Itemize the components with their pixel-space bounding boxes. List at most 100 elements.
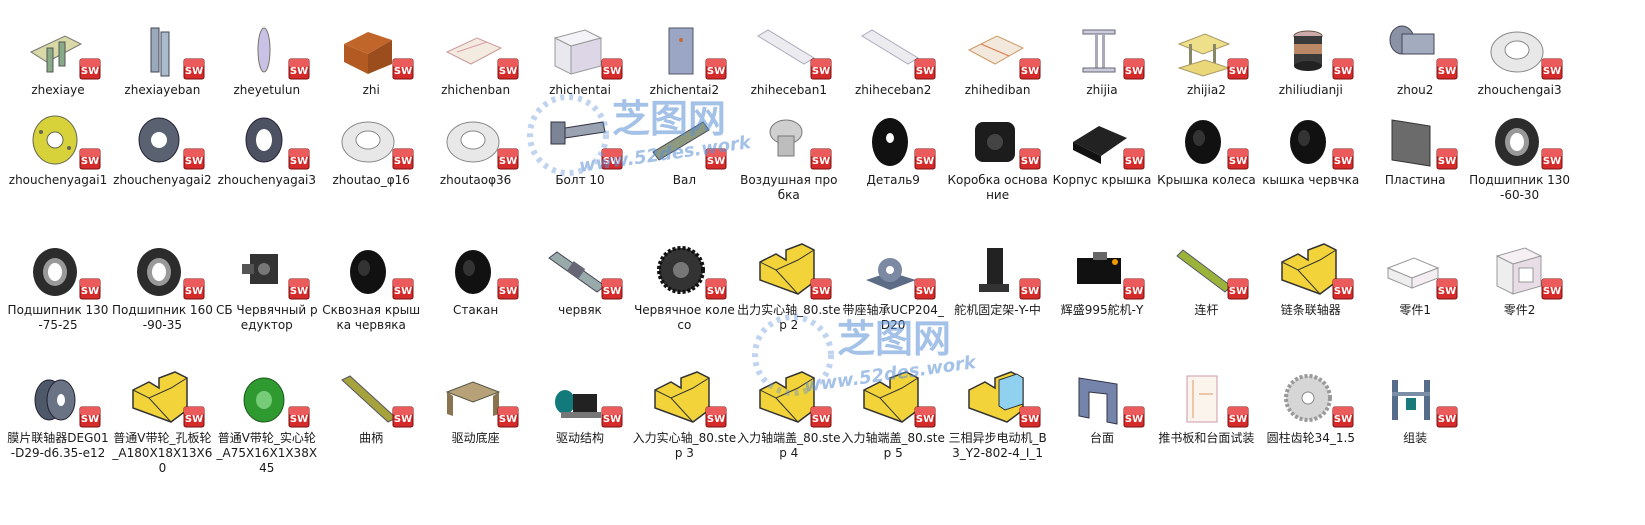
file-thumbnail[interactable]: SW <box>746 368 832 428</box>
file-thumbnail[interactable]: SW <box>119 20 205 80</box>
file-item[interactable]: SW Вал <box>630 110 738 188</box>
file-thumbnail[interactable]: SW <box>1372 368 1458 428</box>
file-item[interactable]: SW Стакан <box>422 240 530 318</box>
file-item[interactable]: SW 入力实心轴_80.step 3 <box>630 368 738 461</box>
file-item[interactable]: SW zhoutaoφ36 <box>422 110 530 188</box>
file-item[interactable]: SW 零件1 <box>1361 240 1469 318</box>
file-thumbnail[interactable]: SW <box>15 110 101 170</box>
file-thumbnail[interactable]: SW <box>641 240 727 300</box>
file-item[interactable]: SW zhiheceban1 <box>735 20 843 98</box>
file-item[interactable]: SW 普通V带轮_孔板轮_A180X18X13X60 <box>108 368 216 476</box>
file-item[interactable]: SW 驱动结构 <box>526 368 634 446</box>
file-thumbnail[interactable]: SW <box>641 20 727 80</box>
file-thumbnail[interactable]: SW <box>15 240 101 300</box>
file-thumbnail[interactable]: SW <box>746 110 832 170</box>
file-thumbnail[interactable]: SW <box>1372 110 1458 170</box>
file-item[interactable]: SW 带座轴承UCP204_D20 <box>839 240 947 333</box>
file-item[interactable]: SW 推书板和台面试装 <box>1152 368 1260 446</box>
file-item[interactable]: SW zhichentai2 <box>630 20 738 98</box>
file-item[interactable]: SW 普通V带轮_实心轮_A75X16X1X38X45 <box>213 368 321 476</box>
file-item[interactable]: SW zhijia2 <box>1152 20 1260 98</box>
file-item[interactable]: SW Подшипник 160-90-35 <box>108 240 216 333</box>
file-thumbnail[interactable]: SW <box>224 368 310 428</box>
file-thumbnail[interactable]: SW <box>1163 20 1249 80</box>
file-item[interactable]: SW 曲柄 <box>317 368 425 446</box>
file-item[interactable]: SW zhexiaye <box>4 20 112 98</box>
file-thumbnail[interactable]: SW <box>1163 240 1249 300</box>
file-thumbnail[interactable]: SW <box>955 240 1041 300</box>
file-thumbnail[interactable]: SW <box>1059 240 1145 300</box>
file-item[interactable]: SW zhiliudianji <box>1257 20 1365 98</box>
file-item[interactable]: SW 组装 <box>1361 368 1469 446</box>
file-item[interactable]: SW червяк <box>526 240 634 318</box>
file-thumbnail[interactable]: SW <box>537 240 623 300</box>
file-item[interactable]: SW zhichentai <box>526 20 634 98</box>
file-thumbnail[interactable]: SW <box>15 20 101 80</box>
file-thumbnail[interactable]: SW <box>1268 368 1354 428</box>
file-item[interactable]: SW zhouchenyagai2 <box>108 110 216 188</box>
file-thumbnail[interactable]: SW <box>328 368 414 428</box>
file-thumbnail[interactable]: SW <box>1477 110 1563 170</box>
file-thumbnail[interactable]: SW <box>1268 20 1354 80</box>
file-thumbnail[interactable]: SW <box>1268 240 1354 300</box>
file-item[interactable]: SW 零件2 <box>1466 240 1574 318</box>
file-item[interactable]: SW zhouchenyagai1 <box>4 110 112 188</box>
file-thumbnail[interactable]: SW <box>1477 240 1563 300</box>
file-thumbnail[interactable]: SW <box>15 368 101 428</box>
file-item[interactable]: SW zhoutao_φ16 <box>317 110 425 188</box>
file-thumbnail[interactable]: SW <box>955 110 1041 170</box>
file-thumbnail[interactable]: SW <box>1059 110 1145 170</box>
file-thumbnail[interactable]: SW <box>433 368 519 428</box>
file-item[interactable]: SW zhouchenyagai3 <box>213 110 321 188</box>
file-thumbnail[interactable]: SW <box>1059 368 1145 428</box>
file-item[interactable]: SW Деталь9 <box>839 110 947 188</box>
file-item[interactable]: SW 舵机固定架-Y-中 <box>944 240 1052 318</box>
file-item[interactable]: SW zhiheceban2 <box>839 20 947 98</box>
file-item[interactable]: SW 辉盛995舵机-Y <box>1048 240 1156 318</box>
file-item[interactable]: SW zhijia <box>1048 20 1156 98</box>
file-thumbnail[interactable]: SW <box>119 368 205 428</box>
file-item[interactable]: SW 链条联轴器 <box>1257 240 1365 318</box>
file-item[interactable]: SW Подшипник 130-75-25 <box>4 240 112 333</box>
file-item[interactable]: SW 台面 <box>1048 368 1156 446</box>
file-thumbnail[interactable]: SW <box>850 240 936 300</box>
file-item[interactable]: SW zhouchengai3 <box>1466 20 1574 98</box>
file-item[interactable]: SW zhihediban <box>944 20 1052 98</box>
file-item[interactable]: SW 入力轴端盖_80.step 5 <box>839 368 947 461</box>
file-item[interactable]: SW 圆柱齿轮34_1.5 <box>1257 368 1365 446</box>
file-thumbnail[interactable]: SW <box>224 20 310 80</box>
file-item[interactable]: SW 驱动底座 <box>422 368 530 446</box>
file-item[interactable]: SW zhichenban <box>422 20 530 98</box>
file-item[interactable]: SW Червячное колесо <box>630 240 738 333</box>
file-thumbnail[interactable]: SW <box>641 368 727 428</box>
file-thumbnail[interactable]: SW <box>1059 20 1145 80</box>
file-thumbnail[interactable]: SW <box>1372 240 1458 300</box>
file-thumbnail[interactable]: SW <box>224 110 310 170</box>
file-thumbnail[interactable]: SW <box>641 110 727 170</box>
file-thumbnail[interactable]: SW <box>119 240 205 300</box>
file-thumbnail[interactable]: SW <box>850 368 936 428</box>
file-thumbnail[interactable]: SW <box>746 20 832 80</box>
file-item[interactable]: SW Воздушная пробка <box>735 110 843 203</box>
file-item[interactable]: SW 膜片联轴器DEG01-D29-d6.35-e12 <box>4 368 112 461</box>
file-item[interactable]: SW 出力实心轴_80.step 2 <box>735 240 843 333</box>
file-thumbnail[interactable]: SW <box>537 368 623 428</box>
file-item[interactable]: SW zhexiayeban <box>108 20 216 98</box>
file-item[interactable]: SW Коробка основание <box>944 110 1052 203</box>
file-item[interactable]: SW кышка червчка <box>1257 110 1365 188</box>
file-thumbnail[interactable]: SW <box>850 110 936 170</box>
file-thumbnail[interactable]: SW <box>1372 20 1458 80</box>
file-item[interactable]: SW Болт 10 <box>526 110 634 188</box>
file-item[interactable]: SW zheyetulun <box>213 20 321 98</box>
file-item[interactable]: SW Пластина <box>1361 110 1469 188</box>
file-thumbnail[interactable]: SW <box>433 110 519 170</box>
file-thumbnail[interactable]: SW <box>1163 368 1249 428</box>
file-thumbnail[interactable]: SW <box>119 110 205 170</box>
file-thumbnail[interactable]: SW <box>955 368 1041 428</box>
file-item[interactable]: SW zhi <box>317 20 425 98</box>
file-item[interactable]: SW 连杆 <box>1152 240 1260 318</box>
file-thumbnail[interactable]: SW <box>850 20 936 80</box>
file-thumbnail[interactable]: SW <box>328 240 414 300</box>
file-thumbnail[interactable]: SW <box>433 20 519 80</box>
file-thumbnail[interactable]: SW <box>746 240 832 300</box>
